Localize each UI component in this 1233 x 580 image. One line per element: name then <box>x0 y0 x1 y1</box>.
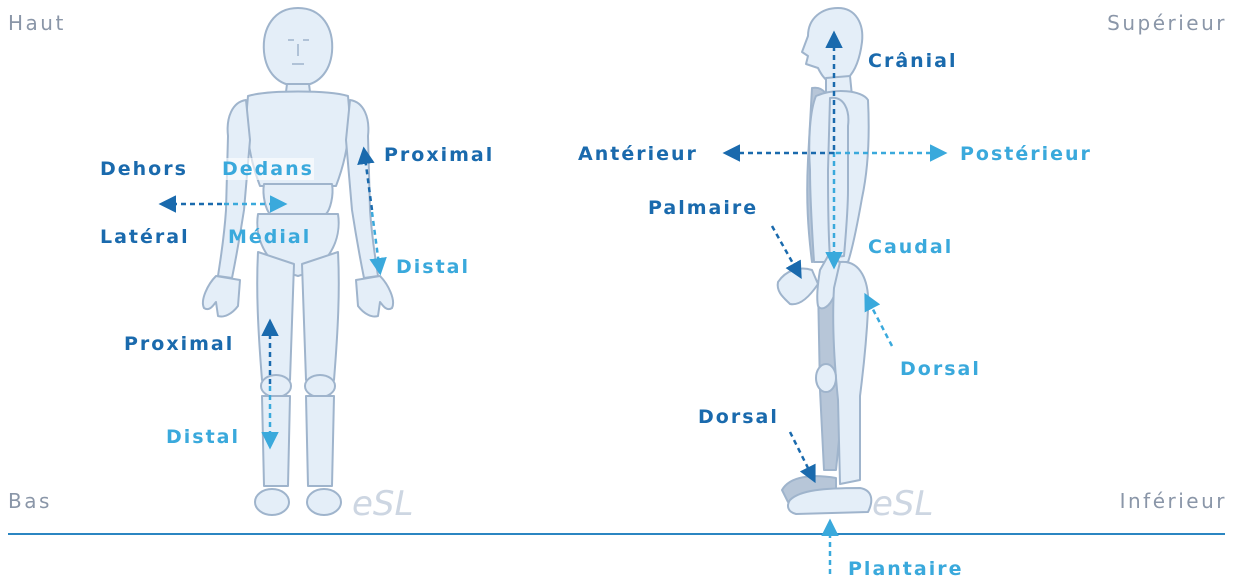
arm-proximal-label: Proximal <box>384 144 494 166</box>
caudal-label: Caudal <box>868 236 953 258</box>
arm-distal-label: Distal <box>396 256 470 278</box>
palmar-arrow <box>772 226 800 276</box>
leg-proximal-label: Proximal <box>124 333 234 355</box>
bottom-right-label: Inférieur <box>1120 490 1227 512</box>
inner-label: Dedans <box>222 158 314 180</box>
dorsal-foot-label: Dorsal <box>698 406 779 428</box>
posterior-label: Postérieur <box>960 143 1092 165</box>
plantar-label: Plantaire <box>848 558 963 580</box>
medial-label: Médial <box>228 226 311 248</box>
dorsal-foot-arrow <box>790 432 814 480</box>
lateral-label: Latéral <box>100 226 190 248</box>
top-left-label: Haut <box>8 12 66 34</box>
front-watermark: eSL <box>352 484 413 524</box>
dorsal-back-label: Dorsal <box>900 358 981 380</box>
bottom-left-label: Bas <box>8 490 52 512</box>
side-watermark: eSL <box>872 484 933 524</box>
top-right-label: Supérieur <box>1107 12 1227 34</box>
dorsal-back-arrow <box>866 296 892 346</box>
anterior-label: Antérieur <box>578 143 698 165</box>
cranial-label: Crânial <box>868 50 958 72</box>
outer-label: Dehors <box>100 158 188 180</box>
palmar-label: Palmaire <box>648 197 758 219</box>
leg-distal-label: Distal <box>166 426 240 448</box>
